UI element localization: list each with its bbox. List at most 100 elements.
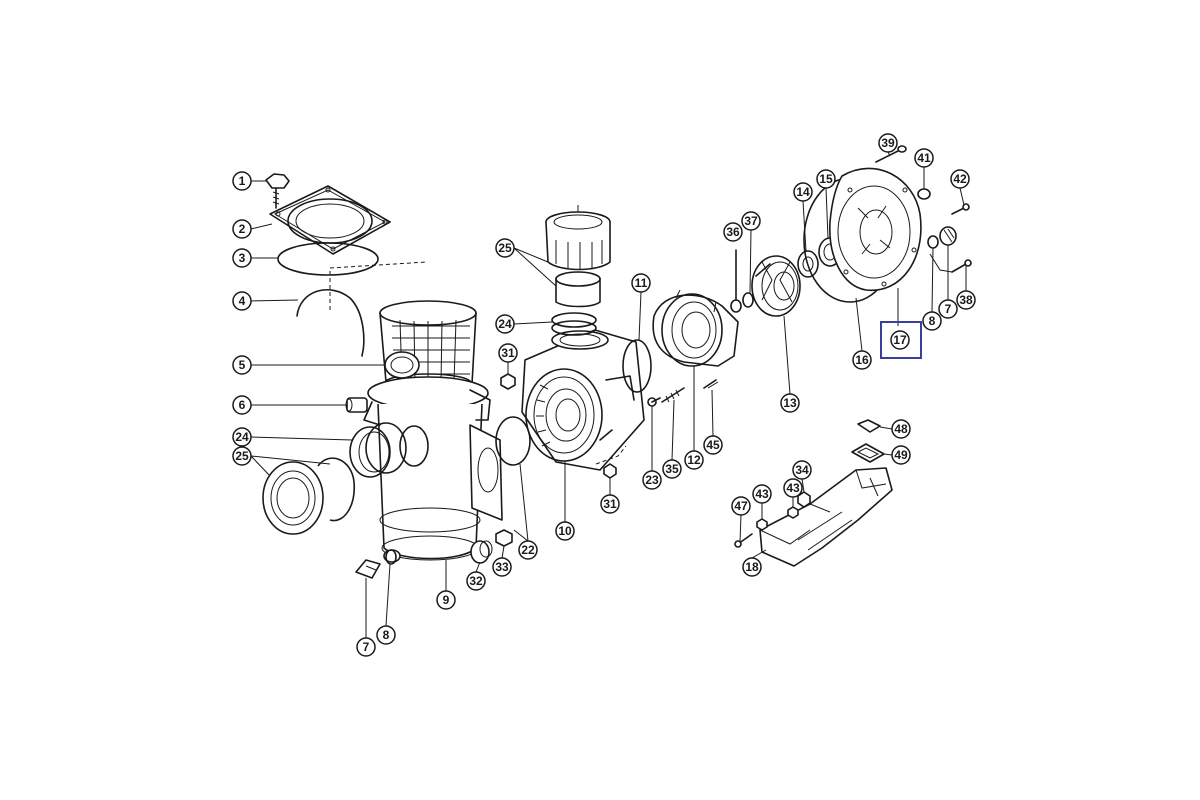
callout-13: 13: [780, 393, 800, 413]
callout-43-right: 43: [783, 478, 803, 498]
part-4-handle: [296, 289, 365, 357]
svg-text:36: 36: [726, 225, 740, 239]
svg-text:13: 13: [783, 396, 797, 410]
svg-text:43: 43: [786, 481, 800, 495]
svg-text:11: 11: [635, 276, 648, 290]
svg-text:3: 3: [239, 251, 246, 265]
svg-text:31: 31: [603, 497, 617, 511]
callout-33: 33: [492, 557, 512, 577]
callout-37: 37: [741, 211, 761, 231]
callout-45: 45: [703, 435, 723, 455]
svg-text:37: 37: [744, 214, 758, 228]
part-49-pad: [851, 443, 885, 463]
part-43-nut-right: [787, 506, 799, 519]
svg-text:33: 33: [495, 560, 509, 574]
svg-text:35: 35: [665, 462, 679, 476]
callout-17: 17: [890, 330, 910, 350]
svg-text:39: 39: [881, 136, 895, 150]
part-33-nut: [495, 529, 513, 547]
part-22-gasket: [495, 416, 531, 466]
part-3-o-ring: [277, 242, 379, 276]
part-47-screw: [734, 533, 753, 548]
part-17-highlight-box: [880, 321, 922, 359]
part-48-pad: [857, 419, 881, 433]
part-25-union-left: [262, 457, 355, 535]
part-37-washer: [742, 292, 754, 308]
part-24-seal-left: [349, 422, 407, 478]
svg-text:41: 41: [917, 151, 931, 165]
part-39-bolt: [875, 145, 907, 163]
callout-22: 22: [518, 540, 538, 560]
svg-text:49: 49: [894, 448, 908, 462]
part-24-seal-top: [551, 312, 597, 336]
part-11-o-ring: [622, 339, 652, 393]
part-17-seal-plate: [829, 167, 922, 291]
callout-25-top: 25: [495, 238, 515, 258]
callout-48: 48: [891, 419, 911, 439]
callout-32: 32: [466, 571, 486, 591]
callout-24-left: 24: [232, 427, 252, 447]
callout-23: 23: [642, 470, 662, 490]
part-45-key: [703, 379, 719, 389]
svg-text:48: 48: [894, 422, 908, 436]
part-7-plug-right: [939, 226, 957, 246]
svg-text:32: 32: [469, 574, 483, 588]
callout-31-upper: 31: [498, 343, 518, 363]
svg-text:31: 31: [501, 346, 515, 360]
callout-5: 5: [232, 355, 252, 375]
part-31-nut-upper: [500, 373, 516, 390]
part-25-union-top: [545, 205, 611, 308]
callout-24-top: 24: [495, 314, 515, 334]
callout-34: 34: [792, 460, 812, 480]
svg-text:23: 23: [645, 473, 659, 487]
part-23-screw: [647, 397, 661, 407]
callout-49: 49: [891, 445, 911, 465]
callout-6: 6: [232, 395, 252, 415]
callout-15: 15: [816, 169, 836, 189]
svg-text:14: 14: [796, 185, 810, 199]
part-8-washer-left: [385, 549, 397, 565]
svg-text:34: 34: [795, 463, 809, 477]
part-9-filter-housing: [363, 376, 503, 563]
svg-text:47: 47: [734, 499, 748, 513]
callout-43-left: 43: [752, 484, 772, 504]
callout-7-right: 7: [938, 299, 958, 319]
callout-42: 42: [950, 169, 970, 189]
callout-41: 41: [914, 148, 934, 168]
part-8-washer-right: [927, 235, 939, 249]
callout-7-left: 7: [356, 637, 376, 657]
svg-text:22: 22: [521, 543, 535, 557]
svg-text:8: 8: [383, 628, 390, 642]
callout-2: 2: [232, 219, 252, 239]
callout-8-left: 8: [376, 625, 396, 645]
svg-text:5: 5: [239, 358, 246, 372]
callout-14: 14: [793, 182, 813, 202]
callout-36: 36: [723, 222, 743, 242]
part-35-bolt: [661, 387, 685, 403]
part-31-nut-lower: [603, 463, 617, 479]
part-38-screw: [951, 259, 972, 273]
part-13-impeller: [751, 255, 801, 317]
svg-text:17: 17: [893, 333, 907, 347]
callout-9: 9: [436, 590, 456, 610]
svg-text:25: 25: [235, 449, 249, 463]
svg-text:18: 18: [745, 560, 759, 574]
leader-lines: [250, 151, 967, 638]
svg-text:42: 42: [953, 172, 967, 186]
callout-31-lower: 31: [600, 494, 620, 514]
callout-12: 12: [684, 450, 704, 470]
svg-text:24: 24: [498, 317, 512, 331]
svg-text:10: 10: [558, 524, 572, 538]
svg-text:25: 25: [498, 241, 512, 255]
part-6-bushing: [345, 397, 368, 413]
svg-text:43: 43: [755, 487, 769, 501]
svg-text:12: 12: [687, 453, 701, 467]
svg-text:8: 8: [929, 314, 936, 328]
part-32-cap: [470, 540, 493, 564]
svg-text:7: 7: [945, 302, 952, 316]
svg-text:7: 7: [363, 640, 370, 654]
svg-text:6: 6: [239, 398, 246, 412]
part-1-knob: [265, 173, 290, 209]
callout-16: 16: [852, 350, 872, 370]
